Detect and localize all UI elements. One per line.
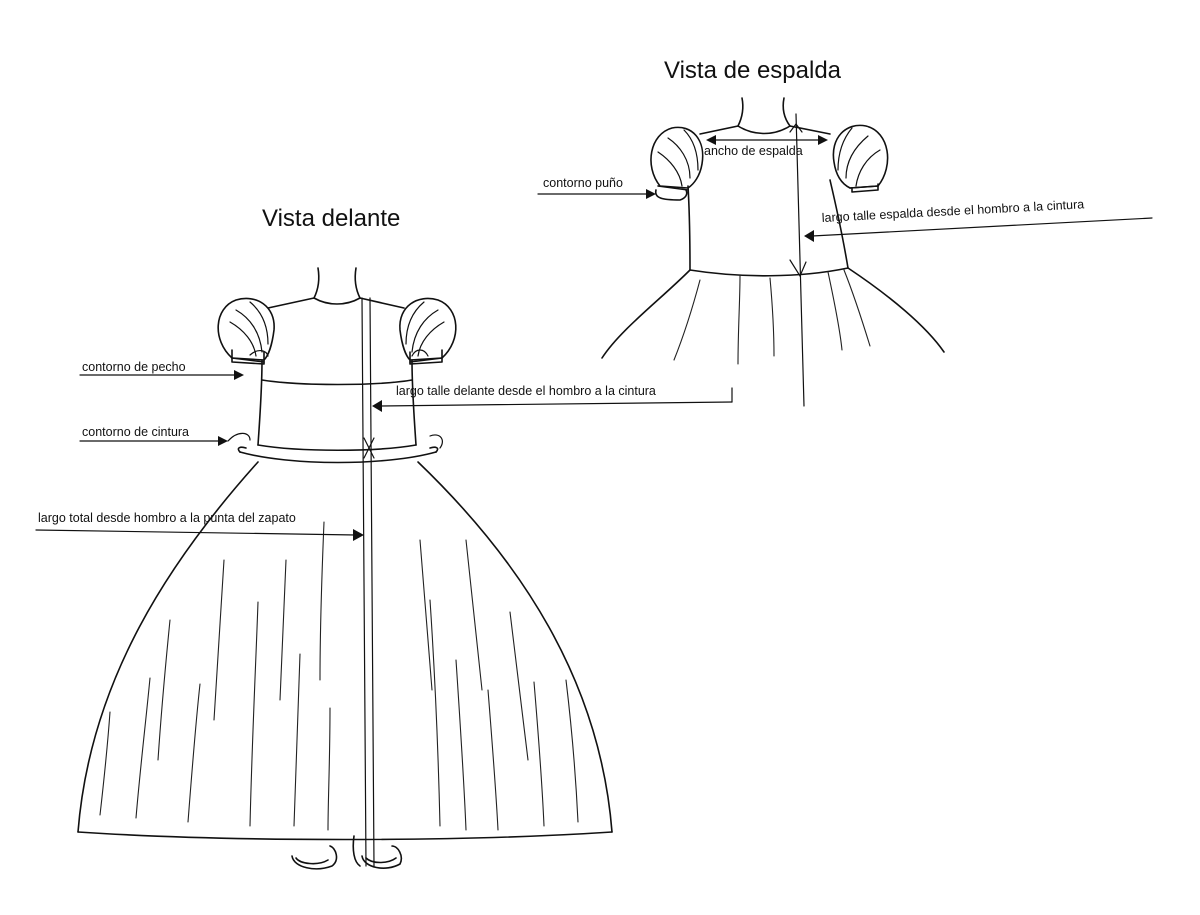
- front-left-sleeve: [217, 297, 275, 365]
- front-bodice: [257, 297, 417, 452]
- front-skirt: [77, 461, 613, 841]
- waist-label: contorno de cintura: [82, 425, 189, 439]
- back-left-sleeve: [650, 126, 704, 201]
- front-shoes: [291, 835, 403, 870]
- back-bodice-length-callout: largo talle espalda desde el hombro a la…: [804, 197, 1153, 242]
- total-length-label: largo total desde hombro a la punta del …: [38, 511, 296, 525]
- front-length-line: [361, 297, 375, 867]
- front-view-title: Vista delante: [262, 205, 400, 232]
- bust-curve-right: [411, 349, 429, 357]
- total-length-callout: largo total desde hombro a la punta del …: [35, 511, 364, 541]
- bust-curve-left: [249, 350, 269, 357]
- front-right-sleeve: [399, 297, 457, 365]
- back-bodice: [687, 125, 849, 277]
- front-view: Vista delante: [35, 205, 733, 870]
- front-bodice-length-label: largo talle delante desde el hombro a la…: [396, 384, 656, 398]
- cuff-label: contorno puño: [543, 176, 623, 190]
- cuff-callout: contorno puño: [537, 176, 656, 199]
- waist-curve-right: [429, 434, 443, 449]
- front-waistband: [237, 446, 439, 464]
- bust-label: contorno de pecho: [82, 360, 186, 374]
- back-skirt: [601, 267, 945, 365]
- bust-callout: contorno de pecho: [79, 360, 244, 380]
- back-neck: [737, 97, 791, 135]
- back-view: Vista de espalda: [537, 57, 1153, 407]
- front-bodice-length-callout: largo talle delante desde el hombro a la…: [372, 384, 733, 412]
- back-view-title: Vista de espalda: [664, 57, 842, 84]
- back-bodice-length-label: largo talle espalda desde el hombro a la…: [821, 197, 1084, 225]
- front-neck: [313, 267, 361, 305]
- back-width-callout: ancho de espalda: [704, 135, 828, 158]
- back-length-line: [789, 113, 807, 407]
- back-right-sleeve: [832, 124, 889, 193]
- waist-callout: contorno de cintura: [79, 425, 251, 446]
- back-width-label: ancho de espalda: [704, 144, 803, 158]
